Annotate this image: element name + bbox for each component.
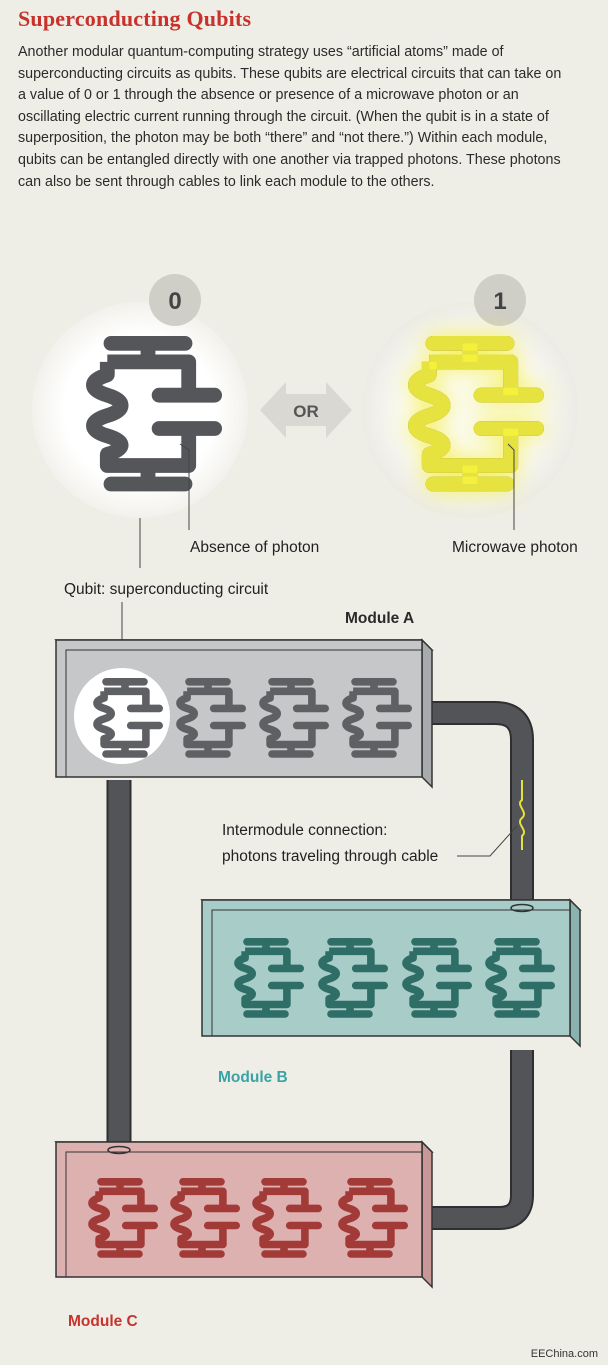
module-c-side — [421, 1140, 433, 1289]
or-arrow: OR — [260, 382, 352, 438]
double-arrow-icon — [260, 382, 352, 438]
or-label: OR — [293, 402, 319, 421]
state-zero-badge — [149, 274, 201, 326]
absence-caption: Absence of photon — [190, 539, 319, 556]
module-c-inner — [65, 1151, 423, 1278]
state-one-badge — [474, 274, 526, 326]
module-a-side — [421, 638, 433, 789]
state-one-number: 1 — [493, 288, 506, 315]
cable-b-c — [432, 1050, 532, 1228]
cable-a-b-outline — [430, 701, 534, 905]
cables — [106, 701, 534, 1230]
module-b-label: Module B — [218, 1069, 288, 1086]
state-one: 1 Microwave photon — [362, 274, 578, 556]
connection-label-line2: photons traveling through cable — [222, 848, 438, 865]
module-a: Module A — [54, 610, 434, 789]
module-b: Module B — [200, 898, 582, 1086]
module-c: Module C — [54, 1140, 434, 1330]
qubit-label: Qubit: superconducting circuit — [64, 581, 269, 598]
state-zero-number: 0 — [168, 288, 181, 315]
cable-a-b — [430, 703, 532, 905]
module-c-label: Module C — [68, 1313, 138, 1330]
module-b-side — [569, 898, 581, 1048]
source-credit: EEChina.com — [531, 1348, 598, 1360]
intro-paragraph: Another modular quantum-computing strate… — [18, 44, 562, 190]
leader-line — [507, 443, 515, 530]
connection-label-line1: Intermodule connection: — [222, 822, 387, 839]
state-one-bubble — [362, 302, 578, 518]
cable-port — [107, 1145, 131, 1155]
module-a-inner — [65, 649, 423, 778]
cable-port — [510, 903, 534, 913]
state-zero: 0 Absence of photon — [32, 274, 319, 556]
photon-in-cable — [519, 780, 525, 850]
module-a-label: Module A — [345, 610, 414, 627]
page-title: Superconducting Qubits — [18, 6, 252, 31]
module-b-inner — [211, 909, 571, 1037]
leader-line — [457, 825, 518, 857]
microwave-caption: Microwave photon — [452, 539, 578, 556]
cable-b-c-outline — [432, 1050, 534, 1230]
leader-line — [179, 443, 190, 530]
